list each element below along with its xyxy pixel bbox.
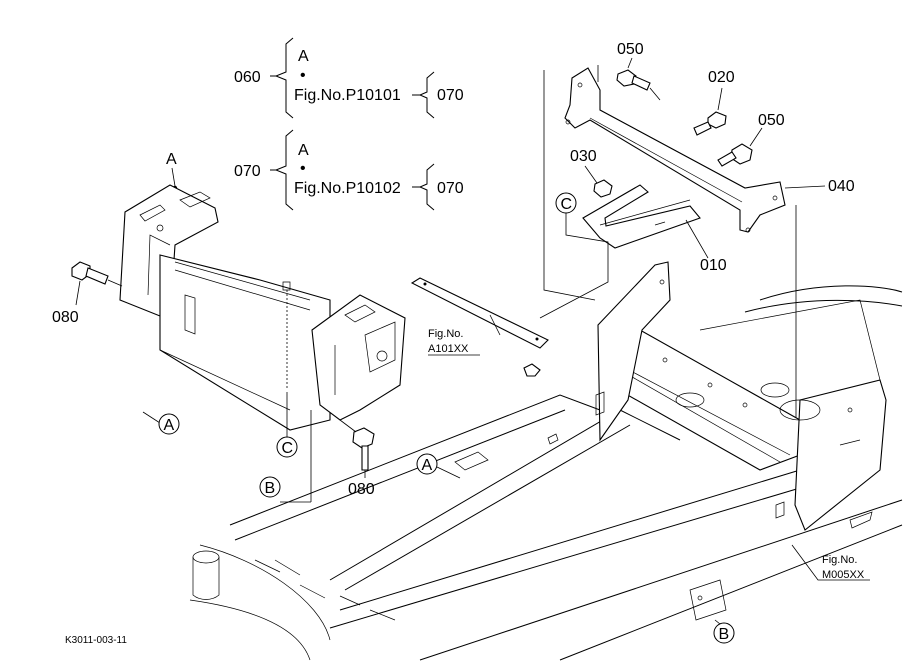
callout-060: 060: [234, 69, 261, 86]
brace-070b: [274, 129, 294, 211]
front-cover-assembly: A: [119, 151, 406, 431]
callout-040: 040: [828, 178, 855, 195]
figref-a101-line2: A101XX: [428, 343, 469, 355]
ref-a-circle-frame: [416, 453, 438, 475]
support-bracket-assembly: 040 010 030 C 050 020 050: [539, 41, 855, 430]
ref-circles-frame: A B: [416, 453, 735, 644]
brace1-dot: •: [300, 67, 306, 84]
brace-group-070: 070 A • Fig.No.P10102 070: [234, 129, 464, 211]
brace-group-060: 060 A • Fig.No.P10101 070: [234, 37, 464, 119]
ref-circles-left: A C B: [142, 392, 312, 503]
callout-080-bottom: 080: [348, 481, 375, 498]
right-frame-plate: [794, 379, 887, 531]
brace-070a: [418, 71, 435, 119]
ref-c-circle-cover: [276, 436, 298, 458]
figref-m005: Fig.No. M005XX: [791, 544, 870, 581]
nut-030: [593, 179, 613, 198]
brace1-ref-a: A: [298, 48, 309, 65]
callout-010: 010: [700, 257, 727, 274]
figref-m005-line2: M005XX: [822, 569, 865, 581]
figref-m005-line1: Fig.No.: [822, 554, 857, 566]
brace2-fig: Fig.No.P10102: [294, 180, 401, 197]
figref-a101-line1: Fig.No.: [428, 328, 463, 340]
footer-code: K3011-003-11: [65, 635, 127, 646]
callout-070-c: 070: [437, 180, 464, 197]
bolt-080-bottom: 080: [339, 419, 375, 498]
ref-a-top: A: [166, 151, 177, 168]
brace-060: [274, 37, 294, 119]
left-bracket: [119, 184, 219, 321]
callout-050-right: 050: [758, 112, 785, 129]
ref-b-circle-left-label: B: [265, 480, 276, 497]
bolt-080-left: 080: [52, 261, 123, 326]
callout-020: 020: [708, 69, 735, 86]
brace2-ref-a: A: [298, 142, 309, 159]
plate-a101: Fig.No. A101XX: [410, 277, 549, 377]
callout-050-top: 050: [617, 41, 644, 58]
left-frame-plate: [597, 261, 671, 442]
ref-b-circle-frame-label: B: [719, 626, 730, 643]
bracket-b: [689, 579, 727, 621]
callout-080-left: 080: [52, 309, 79, 326]
ref-b-circle-frame: [713, 622, 735, 644]
ref-a-circle-frame-label: A: [422, 457, 433, 474]
ref-b-circle-left: [259, 476, 281, 498]
callout-070-b: 070: [234, 163, 261, 180]
brace1-fig: Fig.No.P10101: [294, 87, 401, 104]
brace2-dot: •: [300, 160, 306, 177]
bracket-010: [582, 184, 701, 249]
main-frame: [189, 261, 903, 661]
cover-plate: [159, 254, 331, 431]
brace-070c: [418, 163, 435, 211]
callout-070-a: 070: [437, 87, 464, 104]
ref-a-circle-left-label: A: [164, 417, 175, 434]
ref-c-circle-cover-label: C: [282, 440, 294, 457]
callout-030: 030: [570, 148, 597, 165]
ref-a-circle-left: [158, 413, 180, 435]
ref-c-circle-bracket-label: C: [561, 196, 573, 213]
